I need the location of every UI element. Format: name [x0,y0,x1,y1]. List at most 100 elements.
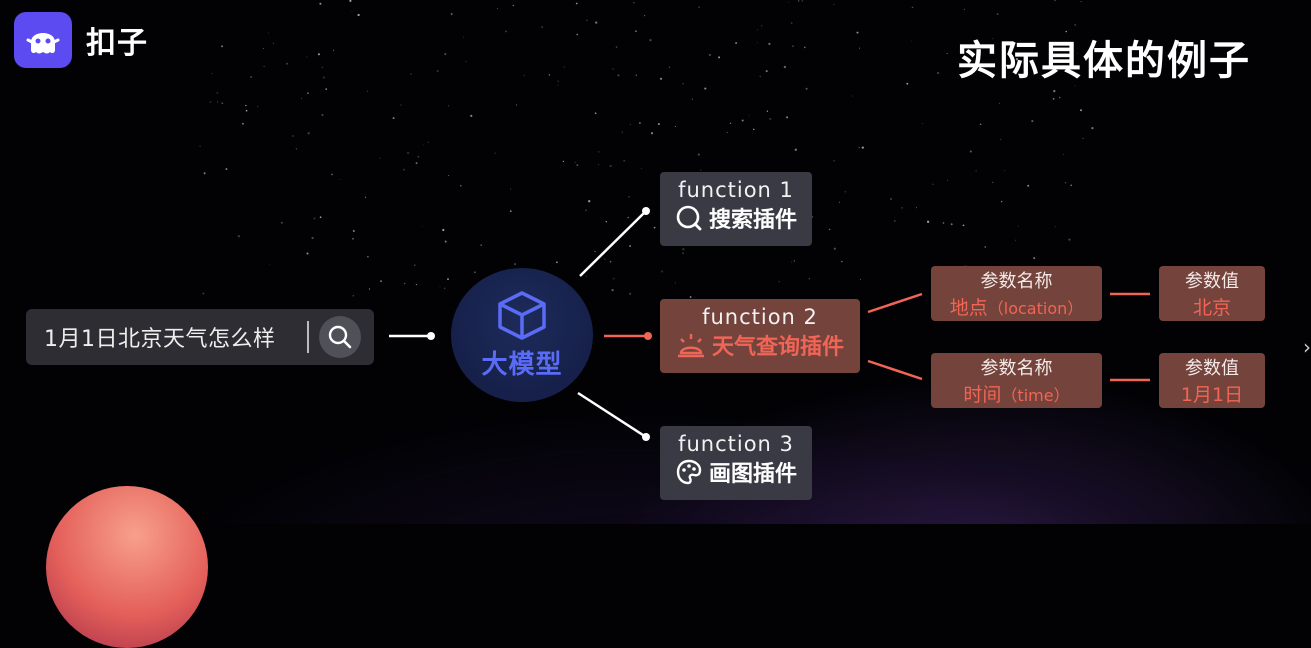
star [574,161,576,164]
star [510,188,512,190]
star [768,42,771,46]
star [319,2,322,5]
star [760,25,763,27]
star [351,10,353,12]
star [861,146,864,149]
star [403,282,406,285]
star [1064,182,1067,184]
star [668,66,670,68]
star [674,126,676,127]
star [448,175,450,177]
star [465,61,467,63]
star [225,168,228,171]
star [682,83,684,85]
star [794,148,797,151]
star [964,8,966,10]
star [368,288,371,290]
star [1052,97,1055,100]
cube-icon [498,290,546,340]
param-value-card-1: 参数值 北京 [1159,266,1265,321]
star [406,151,410,154]
function-title: function 3 [678,432,794,456]
star [392,117,395,120]
star [639,122,641,124]
star [594,250,596,253]
star [352,294,355,297]
star [633,2,635,4]
star [833,3,835,5]
star [735,42,738,44]
star [890,198,892,200]
star [585,275,588,277]
star [575,2,578,5]
query-text: 1月1日北京天气怎么样 [44,327,276,352]
star [557,80,560,83]
brand-logo: 扣子 [14,12,148,68]
star [969,150,972,153]
star [291,134,294,138]
star [474,271,476,274]
param-name-card-1: 参数名称 地点（location） [931,266,1102,321]
star [858,147,860,149]
star [803,46,806,49]
star [769,117,772,120]
star [674,282,676,284]
function-card-3: function 3 画图插件 [660,426,812,500]
star [439,286,441,288]
star [268,32,270,34]
star [635,30,637,32]
star [627,216,629,219]
param-value-label: 参数值 [1185,271,1239,292]
star [403,168,405,171]
star [447,105,450,107]
function-name: 天气查询插件 [711,335,844,360]
param-value-card-2: 参数值 1月1日 [1159,353,1265,408]
param-label: 参数名称 [980,271,1053,292]
star [984,246,986,248]
model-to-function3-line [577,391,647,439]
star [936,71,940,75]
star [352,237,354,240]
star [380,280,382,282]
star [833,247,836,250]
star [422,144,424,146]
star [557,84,559,86]
star [598,151,600,153]
star [660,270,664,273]
star [793,260,795,262]
star [1068,238,1071,241]
star [447,278,449,281]
star [629,245,631,247]
star [576,33,579,36]
search-button[interactable] [319,316,361,358]
star [417,155,420,158]
star [364,196,367,198]
star [757,29,759,31]
star [209,101,212,104]
star [415,284,417,286]
star [975,170,977,172]
star [893,219,896,222]
param-value: 北京 [1192,297,1231,319]
star [443,287,446,289]
star [752,128,755,131]
query-search-box[interactable]: 1月1日北京天气怎么样 [26,309,374,365]
param-label: 参数名称 [980,358,1053,379]
star [459,184,462,187]
star [906,82,909,85]
star [339,179,341,180]
star [979,123,982,126]
star [612,68,614,70]
star [797,0,800,2]
weather-icon [677,334,704,358]
star [643,14,646,17]
star [1017,225,1019,227]
star [833,160,835,162]
star [992,181,994,183]
star [766,110,769,112]
star [598,164,600,166]
star [325,88,328,91]
star [689,296,692,298]
star [741,119,744,122]
star [700,169,702,171]
